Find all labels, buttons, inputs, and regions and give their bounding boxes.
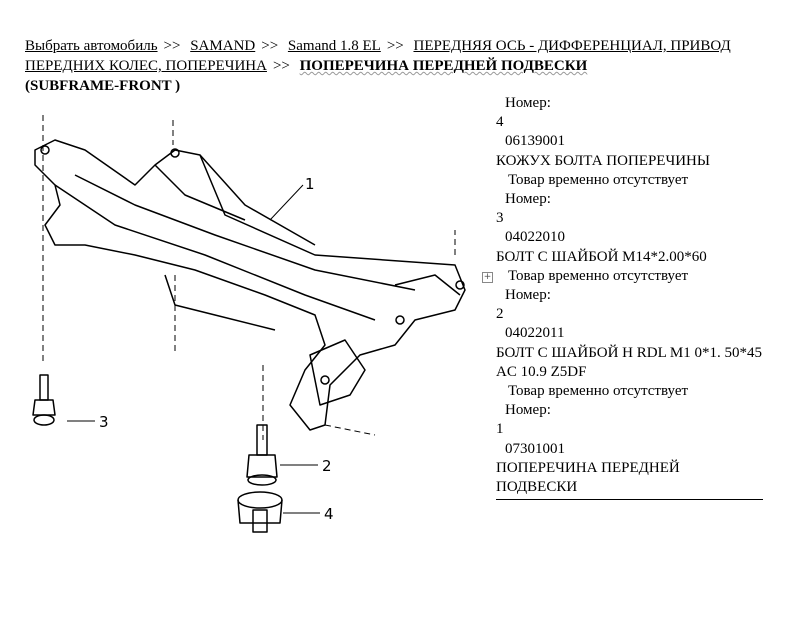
breadcrumb-current: ПОПЕРЕЧИНА ПЕРЕДНЕЙ ПОДВЕСКИ <box>299 58 588 74</box>
part-code[interactable]: 04022011 <box>505 325 565 342</box>
breadcrumb-separator: >> <box>272 58 290 74</box>
breadcrumb: Выбрать автомобиль >> SAMAND >> Samand 1.8… <box>25 36 765 96</box>
number-label: Номер: <box>505 95 551 111</box>
parts-list: Номер: 4 06139001 КОЖУХ БОЛТА ПОПЕРЕЧИНЫ… <box>496 94 763 501</box>
callout-4: 4 <box>324 505 334 523</box>
part-code[interactable]: 04022010 <box>505 229 565 246</box>
breadcrumb-separator: >> <box>261 38 279 54</box>
subframe-part <box>34 139 466 431</box>
bolt-3-part <box>32 374 56 426</box>
breadcrumb-separator: >> <box>386 38 404 54</box>
number-label: Номер: <box>505 287 551 304</box>
number-label: Номер: <box>505 402 551 419</box>
part-entry: Номер: 4 06139001 КОЖУХ БОЛТА ПОПЕРЕЧИНЫ… <box>496 94 763 190</box>
part-number: 2 <box>496 306 504 323</box>
part-status: Товар временно отсутствует <box>508 267 689 284</box>
move-handle-icon[interactable]: + <box>482 272 493 283</box>
part-number: 1 <box>496 421 504 438</box>
breadcrumb-section[interactable]: ПЕРЕДНЯЯ ОСЬ - ДИФФЕРЕНЦИАЛ, ПРИВОД ПЕРЕ… <box>25 38 731 74</box>
part-name: БОЛТ С ШАЙБОЙ H RDL M1 0*1. 50*45 AC 10.… <box>496 344 763 380</box>
part-entry: Номер: 1 07301001 ПОПЕРЕЧИНА ПЕРЕДНЕЙ ПО… <box>496 401 763 497</box>
subframe-part <box>54 154 416 321</box>
part-number: 3 <box>496 210 504 227</box>
part-name: ПОПЕРЕЧИНА ПЕРЕДНЕЙ ПОДВЕСКИ <box>496 459 680 496</box>
breadcrumb-select-car[interactable]: Выбрать автомобиль <box>25 38 158 54</box>
part-status: Товар временно отсутствует <box>508 383 689 400</box>
callout-3: 3 <box>99 413 109 431</box>
part-code[interactable]: 07301001 <box>505 440 565 457</box>
bolt-2-part <box>246 424 278 486</box>
breadcrumb-model[interactable]: Samand 1.8 EL <box>287 38 381 54</box>
part-status: Товар временно отсутствует <box>508 171 689 188</box>
part-entry: Номер: 3 04022010 БОЛТ С ШАЙБОЙ M14*2.00… <box>496 190 763 286</box>
bolt-cover-4-part <box>237 491 283 533</box>
subframe-diagram: 1 2 3 4 <box>32 115 466 533</box>
part-entry: Номер: 2 04022011 БОЛТ С ШАЙБОЙ H RDL M1… <box>496 286 763 401</box>
breadcrumb-samand[interactable]: SAMAND <box>190 38 256 54</box>
callout-1: 1 <box>305 175 315 193</box>
subframe-part <box>164 274 461 406</box>
breadcrumb-separator: >> <box>163 38 181 54</box>
callout-2: 2 <box>322 457 332 475</box>
number-label: Номер: <box>505 191 551 208</box>
part-name: БОЛТ С ШАЙБОЙ M14*2.00*60 <box>496 248 707 265</box>
breadcrumb-current-suffix: (SUBFRAME-FRONT ) <box>25 78 181 94</box>
part-code[interactable]: 06139001 <box>505 133 565 150</box>
part-number: 4 <box>496 114 504 131</box>
part-name: КОЖУХ БОЛТА ПОПЕРЕЧИНЫ <box>496 152 710 169</box>
